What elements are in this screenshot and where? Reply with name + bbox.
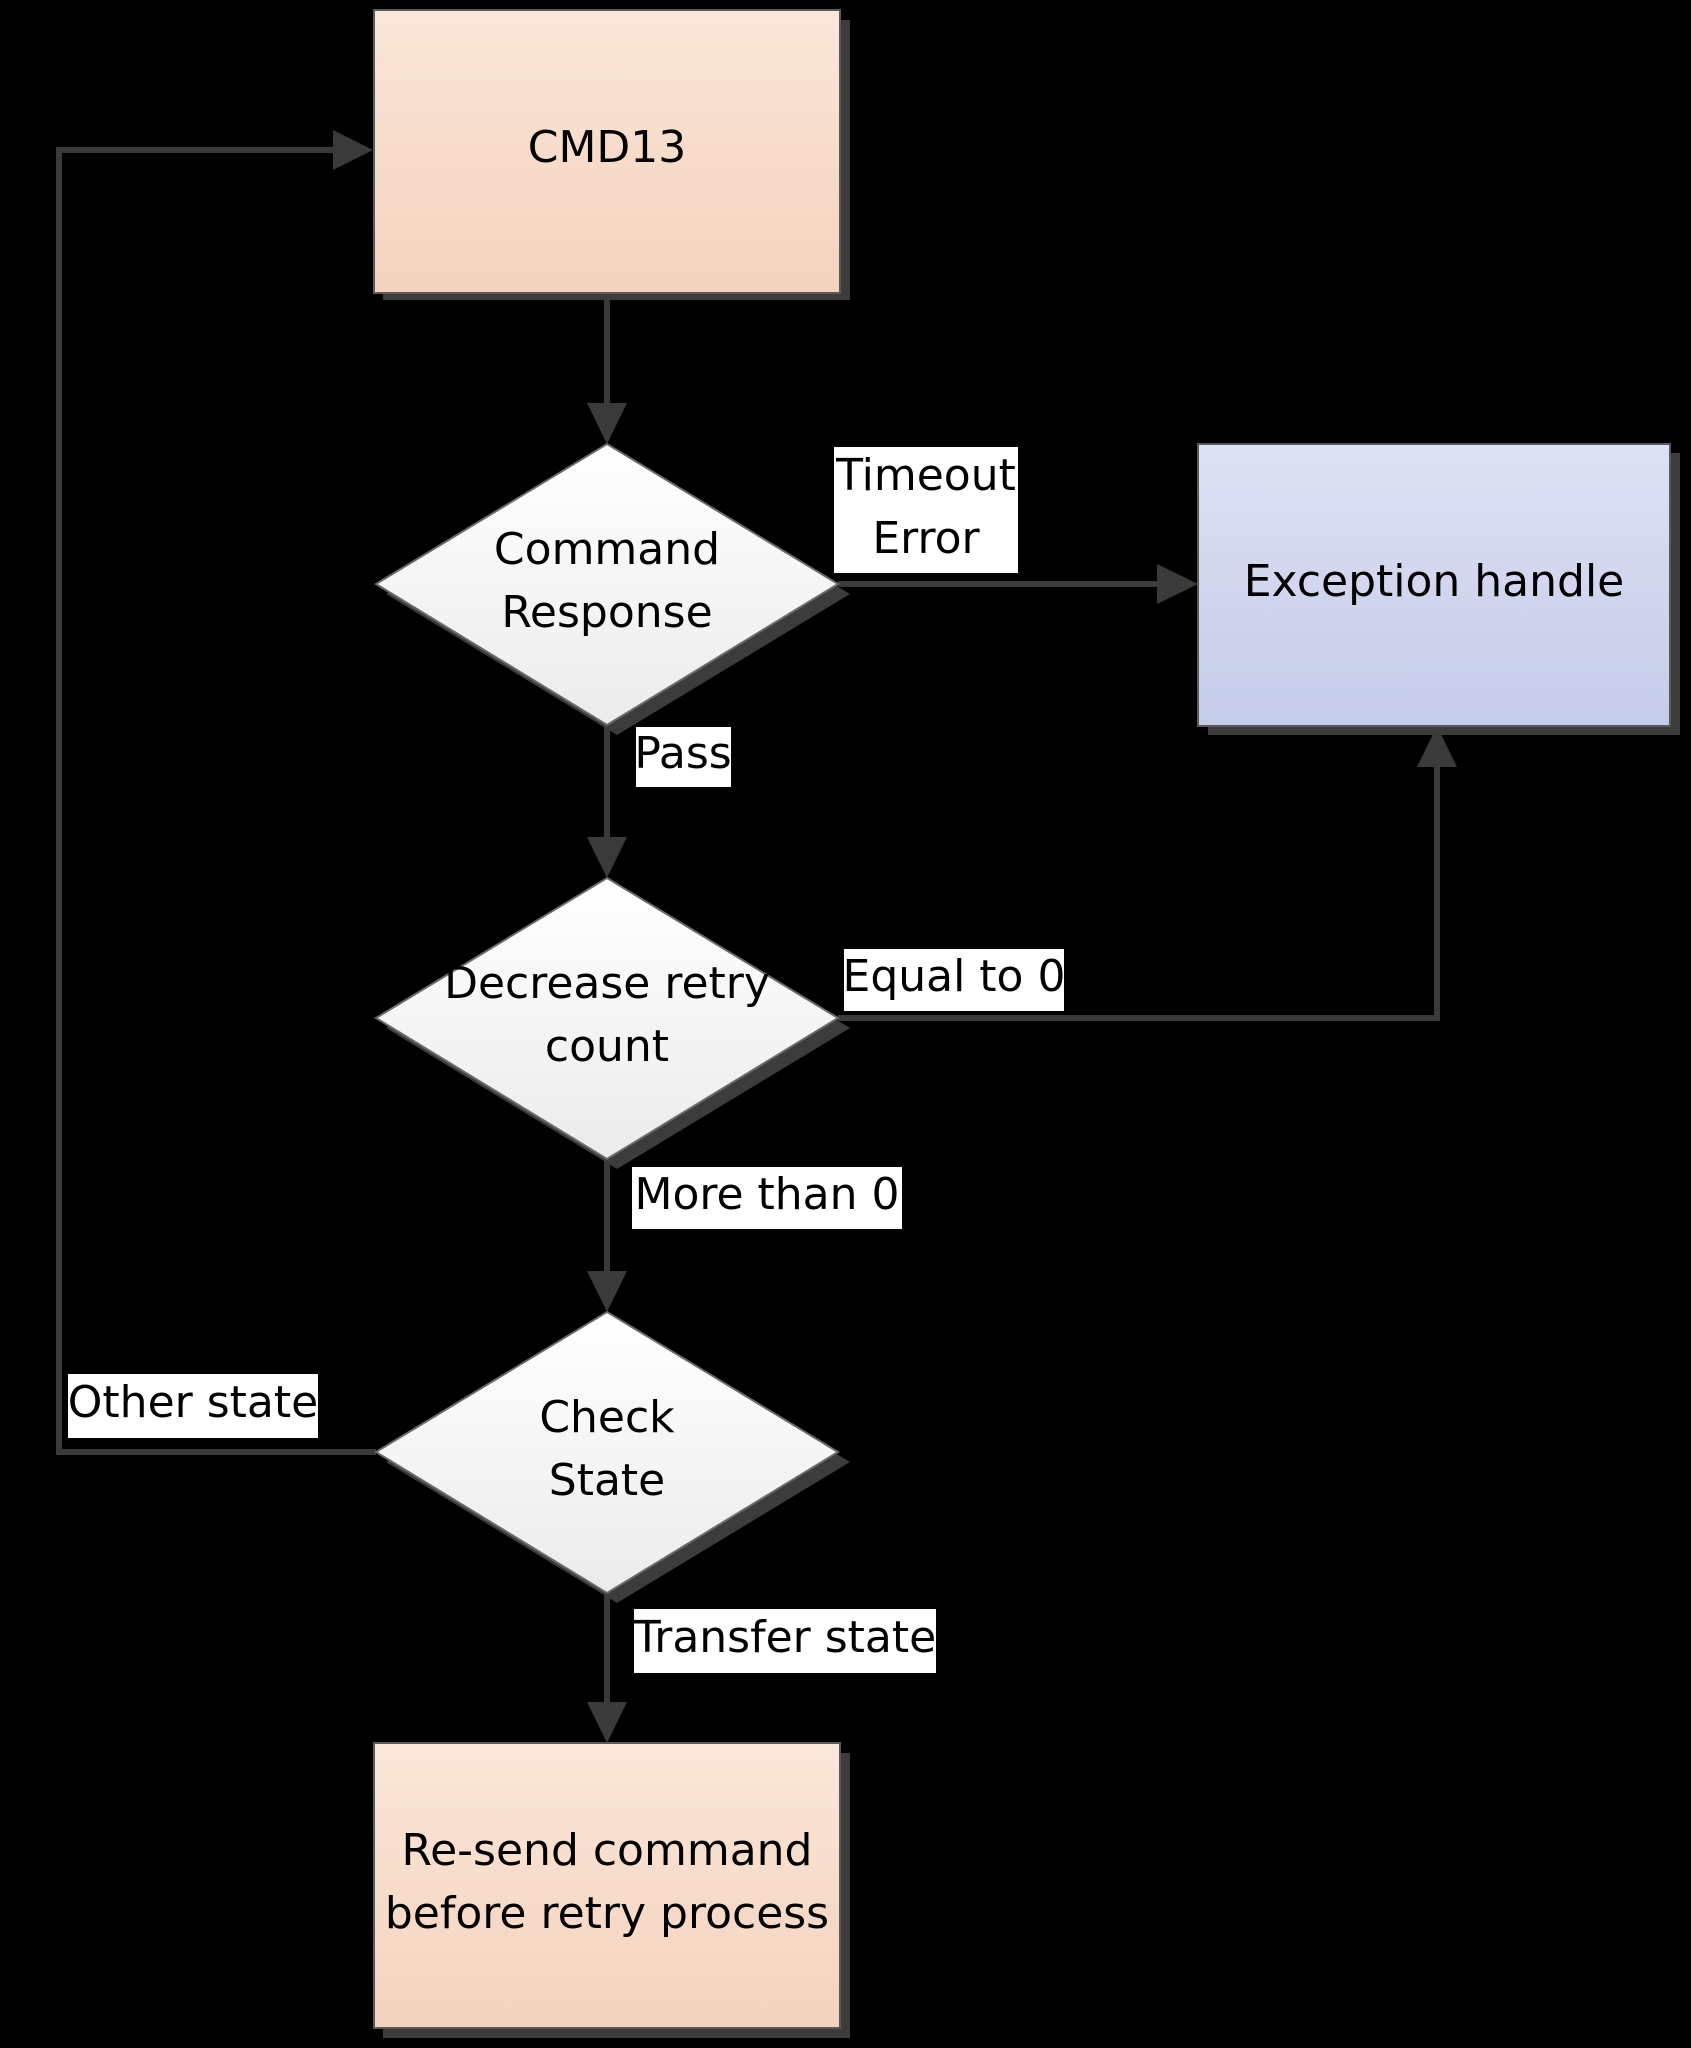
arrowhead-down-icon <box>587 1271 627 1312</box>
decrease-retry-label-line2: count <box>545 1021 669 1072</box>
edge-check-to-cmd13 <box>56 147 376 1455</box>
more-than-0-label: More than 0 <box>634 1169 899 1220</box>
process-exception-handle: Exception handle <box>1197 443 1680 735</box>
command-response-label-line2: Response <box>501 587 712 638</box>
command-response-label-line1: Command <box>494 524 720 575</box>
arrowhead-down-icon <box>587 403 627 444</box>
exception-handle-label: Exception handle <box>1244 556 1625 607</box>
decision-decrease-retry: Decrease retry count <box>374 876 850 1169</box>
edge-label-equal-to-0: Equal to 0 <box>843 949 1066 1011</box>
resend-label-line1: Re-send command <box>402 1825 813 1876</box>
check-state-label-line2: State <box>549 1455 665 1506</box>
decision-command-response: Command Response <box>374 442 850 735</box>
equal-to-0-label: Equal to 0 <box>843 951 1066 1002</box>
process-resend-command: Re-send command before retry process <box>373 1742 850 2038</box>
edge-label-transfer-state: Transfer state <box>633 1609 936 1673</box>
cmd13-label: CMD13 <box>528 122 687 173</box>
decrease-retry-label-line1: Decrease retry <box>444 958 770 1009</box>
pass-label: Pass <box>634 728 731 779</box>
resend-label-line2: before retry process <box>385 1888 829 1939</box>
arrowhead-down-icon <box>587 837 627 878</box>
transfer-state-label: Transfer state <box>633 1612 936 1663</box>
other-state-label: Other state <box>68 1377 318 1428</box>
arrowhead-down-icon <box>587 1702 627 1743</box>
edge-label-timeout-error: Timeout Error <box>834 447 1018 573</box>
arrowhead-right-icon <box>1157 564 1198 604</box>
edge-label-more-than-0: More than 0 <box>632 1167 902 1229</box>
check-state-label-line1: Check <box>539 1392 675 1443</box>
connectors <box>56 130 1457 1743</box>
edge-label-pass: Pass <box>634 727 732 787</box>
timeout-label-line1: Timeout <box>835 450 1016 501</box>
arrowhead-up-icon <box>1417 726 1457 767</box>
timeout-label-line2: Error <box>872 513 980 564</box>
arrowhead-right-icon <box>333 130 373 170</box>
decision-check-state: Check State <box>374 1310 850 1603</box>
edge-decrease-to-exception <box>838 762 1440 1021</box>
process-cmd13: CMD13 <box>373 9 850 300</box>
edge-label-other-state: Other state <box>68 1374 318 1438</box>
